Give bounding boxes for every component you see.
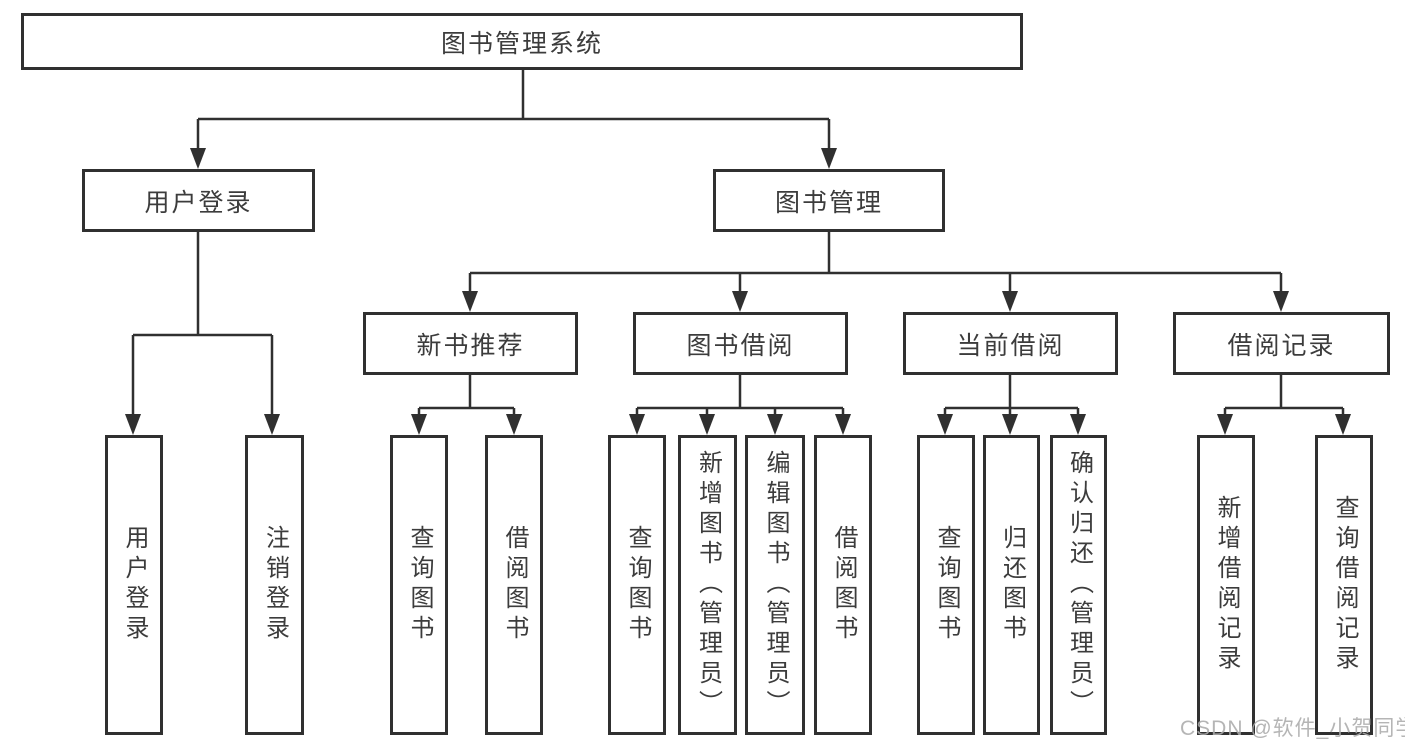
csdn-watermark: CSDN @软件_小贺同学 (1180, 717, 1405, 740)
arrowhead-icon (1335, 414, 1351, 435)
leaf-query-borrow-record: 查询借阅记录 (1315, 435, 1373, 735)
arrowhead-icon (767, 414, 783, 435)
leaf-edit-books-admin: 编辑图书（管理员） (745, 435, 805, 735)
tree-connector-path (131, 70, 1345, 418)
leaf-return-books: 归还图书 (983, 435, 1040, 735)
leaf-borrow-books-borrowing: 借阅图书 (814, 435, 872, 735)
arrowhead-icon (190, 148, 206, 169)
arrowhead-icon (1070, 414, 1086, 435)
arrowhead-icon (835, 414, 851, 435)
node-new-book-recommendation: 新书推荐 (363, 312, 578, 375)
leaf-query-books-current: 查询图书 (917, 435, 975, 735)
arrowheads (125, 148, 1351, 435)
arrowhead-icon (732, 291, 748, 312)
node-book-management: 图书管理 (713, 169, 945, 232)
arrowhead-icon (1273, 291, 1289, 312)
arrowhead-icon (506, 414, 522, 435)
arrowhead-icon (699, 414, 715, 435)
arrowhead-icon (937, 414, 953, 435)
leaf-confirm-return-admin: 确认归还（管理员） (1050, 435, 1107, 735)
leaf-add-books-admin: 新增图书（管理员） (678, 435, 737, 735)
leaf-query-books-borrowing: 查询图书 (608, 435, 666, 735)
arrowhead-icon (462, 291, 478, 312)
arrowhead-icon (125, 414, 141, 435)
arrowhead-icon (264, 414, 280, 435)
arrowhead-icon (629, 414, 645, 435)
arrowhead-icon (1002, 414, 1018, 435)
arrowhead-icon (1217, 414, 1233, 435)
arrowhead-icon (1002, 291, 1018, 312)
node-current-borrowing: 当前借阅 (903, 312, 1118, 375)
leaf-query-books-recommend: 查询图书 (390, 435, 448, 735)
leaf-user-login: 用户登录 (105, 435, 163, 735)
leaf-logout-login: 注销登录 (245, 435, 304, 735)
arrowhead-icon (821, 148, 837, 169)
node-borrowing-records: 借阅记录 (1173, 312, 1390, 375)
node-user-login: 用户登录 (82, 169, 315, 232)
node-book-borrowing: 图书借阅 (633, 312, 848, 375)
node-library-management-system: 图书管理系统 (21, 13, 1023, 70)
arrowhead-icon (411, 414, 427, 435)
leaf-borrow-books-recommend: 借阅图书 (485, 435, 543, 735)
leaf-add-borrow-record: 新增借阅记录 (1197, 435, 1255, 735)
